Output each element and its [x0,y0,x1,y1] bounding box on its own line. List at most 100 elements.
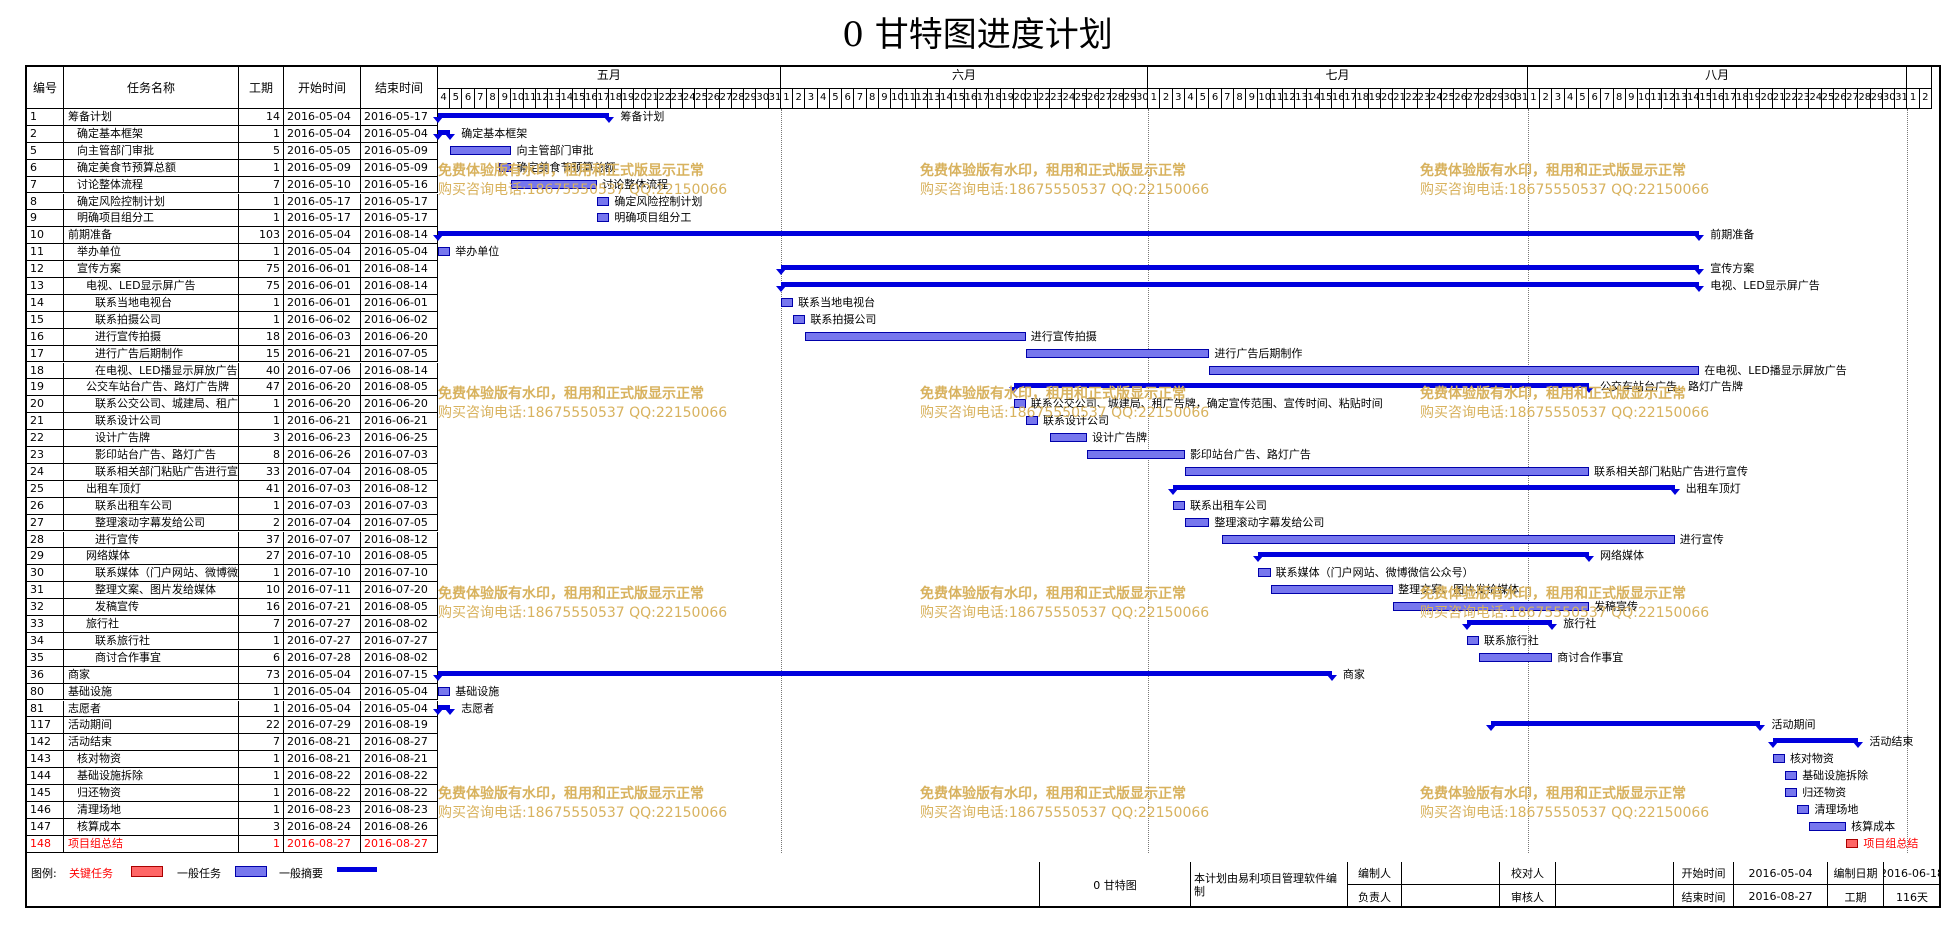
summary-bar[interactable] [1772,738,1859,744]
summary-bar[interactable] [1466,620,1553,625]
month-divider [1527,109,1529,853]
task-bar[interactable] [499,162,512,172]
task-bar[interactable] [1772,754,1785,764]
col-header-end[interactable]: 结束时间 [361,67,438,109]
task-bar[interactable] [597,213,610,223]
task-bar[interactable] [1809,821,1847,831]
summary-bar[interactable] [780,282,1700,287]
summary-bar[interactable] [438,113,610,118]
task-bar[interactable] [1784,788,1798,797]
task-bar[interactable] [438,247,451,257]
critical-task-bar[interactable] [1846,838,1859,848]
task-bar[interactable] [1086,450,1185,459]
summary-bar[interactable] [438,231,1700,237]
task-bar[interactable] [1025,416,1038,426]
summary-bar[interactable] [438,670,1332,676]
task-bar[interactable] [793,314,806,324]
task-bar[interactable] [1466,635,1479,645]
table-row[interactable]: 20联系公交公司、城建局、租广告牌，确定宣传范围、宣传时间、粘贴时间12016-… [27,396,438,414]
summary-bar[interactable] [780,265,1700,271]
footer-owner[interactable] [1402,885,1500,908]
task-bar[interactable] [1478,652,1553,662]
footer-reviewer[interactable] [1556,885,1674,908]
task-bar[interactable] [1013,399,1026,409]
legend: 图例: 关键任务 一般任务 一般摘要 [27,862,1039,908]
task-bar[interactable] [1209,365,1700,375]
task-bar[interactable] [1270,585,1394,595]
col-header-id[interactable]: 编号 [27,67,64,109]
task-bar[interactable] [1172,500,1185,510]
col-header-name[interactable]: 任务名称 [64,67,239,109]
summary-bar[interactable] [1258,552,1590,558]
task-bar[interactable] [1025,348,1210,358]
summary-bar[interactable] [438,704,451,710]
summary-bar[interactable] [1013,383,1589,389]
task-bar[interactable] [1258,568,1271,578]
summary-bar[interactable] [438,129,451,135]
task-bar[interactable] [1784,771,1798,781]
task-bar[interactable] [1050,433,1087,443]
summary-bar[interactable] [1172,484,1675,490]
task-bar[interactable] [511,179,598,189]
footer-author[interactable] [1402,862,1500,885]
col-header-start[interactable]: 开始时间 [284,67,361,109]
task-bar[interactable] [450,145,512,155]
table-row[interactable]: 30联系媒体（门户网站、微博微信公众号）12016-07-102016-07-1… [27,565,438,583]
task-bar[interactable] [597,196,610,206]
task-bar[interactable] [1184,517,1210,527]
footer-checker[interactable] [1556,862,1674,885]
task-bar[interactable] [1221,534,1675,544]
summary-bar[interactable] [1491,721,1761,727]
col-header-duration[interactable]: 工期 [239,67,284,109]
task-bar[interactable] [805,331,1026,341]
task-bar[interactable] [780,297,794,307]
task-bar[interactable] [1797,804,1810,814]
task-bar[interactable] [1184,466,1590,476]
cell-end: 2016-08-14 [361,227,438,245]
task-bar[interactable] [1393,602,1590,612]
task-bar[interactable] [438,686,451,696]
